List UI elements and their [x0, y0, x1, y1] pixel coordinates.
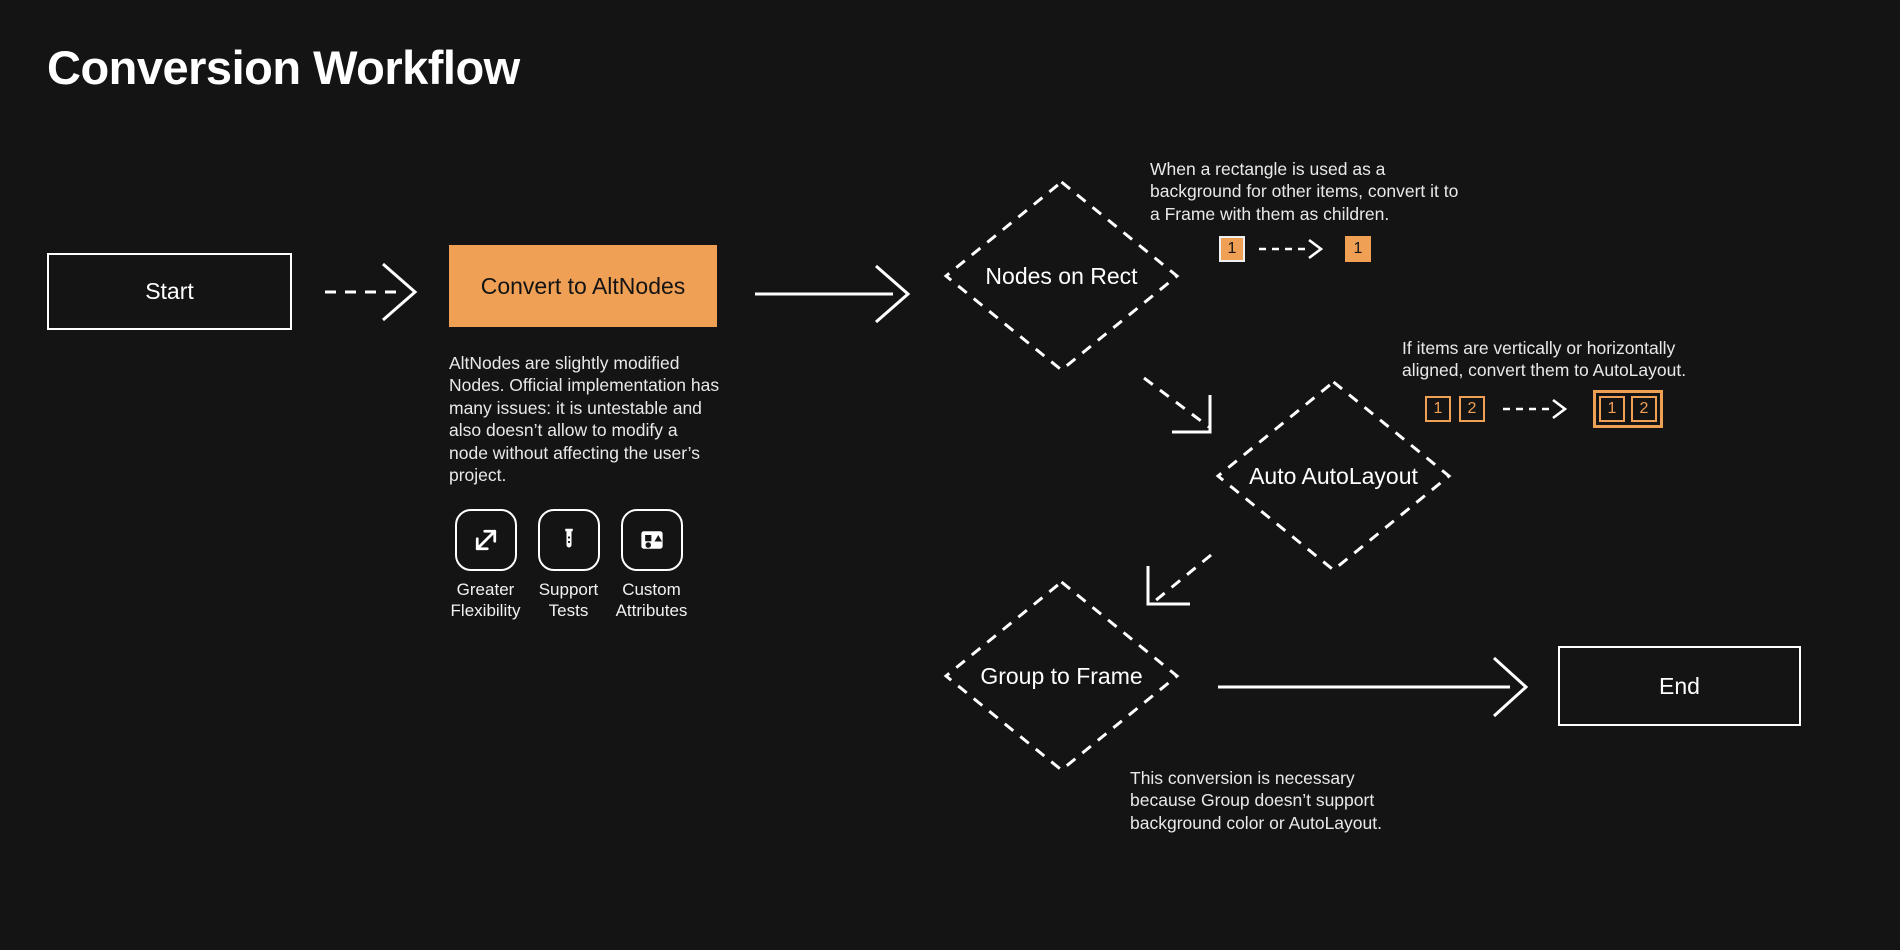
feature-label: Support Tests — [539, 580, 599, 621]
feature-label-line1: Support — [538, 580, 599, 599]
test-tube-icon — [537, 509, 600, 571]
node-group-to-frame-label: Group to Frame — [980, 662, 1143, 689]
feature-greater-flexibility[interactable]: Greater Flexibility — [451, 509, 521, 621]
node-nodes-on-rect-label: Nodes on Rect — [985, 262, 1138, 289]
feature-label-line2: Tests — [548, 600, 589, 620]
feature-list: Greater Flexibility Support Tests — [451, 509, 687, 621]
chip-after-1: 1 — [1599, 396, 1625, 422]
node-group-to-frame[interactable]: Group to Frame — [943, 580, 1180, 772]
group-to-frame-note: This conversion is necessary because Gro… — [1130, 768, 1382, 833]
feature-label: Greater Flexibility — [451, 580, 521, 621]
chip-before-1: 1 — [1425, 396, 1451, 422]
page-title: Conversion Workflow — [47, 41, 520, 94]
chip-transform-arrow-icon — [1499, 398, 1579, 420]
chip-before-2: 2 — [1459, 396, 1485, 422]
auto-autolayout-chip-row: 1 2 1 2 — [1425, 390, 1663, 428]
feature-label: Custom Attributes — [616, 580, 688, 621]
feature-support-tests[interactable]: Support Tests — [536, 509, 601, 621]
chip-after-2: 2 — [1631, 396, 1657, 422]
chip-after-group: 1 2 — [1593, 390, 1663, 428]
edge-group-to-frame-to-end — [1218, 656, 1529, 718]
feature-label-line1: Greater — [456, 580, 515, 599]
node-start-label: Start — [145, 278, 194, 304]
edge-start-to-convert — [325, 262, 418, 322]
node-start[interactable]: Start — [47, 253, 292, 330]
altnodes-description: AltNodes are slightly modified Nodes. Of… — [449, 353, 720, 485]
feature-label-line1: Custom — [622, 580, 681, 599]
chip-transform-arrow-icon — [1259, 238, 1331, 260]
edge-nodes-on-rect-to-auto-autolayout — [1143, 376, 1212, 434]
node-end[interactable]: End — [1558, 646, 1801, 726]
node-auto-autolayout-label: Auto AutoLayout — [1249, 462, 1418, 489]
feature-label-line2: Attributes — [615, 600, 688, 620]
auto-autolayout-note: If items are vertically or horizontally … — [1402, 338, 1687, 381]
node-convert-to-altnodes[interactable]: Convert to AltNodes — [449, 245, 717, 327]
edge-convert-to-nodes-on-rect — [755, 264, 911, 324]
feature-label-line2: Flexibility — [450, 600, 521, 620]
chip-after-1: 1 — [1345, 236, 1371, 262]
node-end-label: End — [1659, 672, 1700, 699]
nodes-on-rect-chip-row: 1 1 — [1219, 236, 1371, 262]
chip-before-1: 1 — [1219, 236, 1245, 262]
node-auto-autolayout[interactable]: Auto AutoLayout — [1215, 380, 1452, 572]
shapes-frame-icon — [620, 509, 683, 571]
feature-custom-attributes[interactable]: Custom Attributes — [616, 509, 687, 621]
expand-arrows-icon — [454, 509, 517, 571]
node-convert-label: Convert to AltNodes — [480, 272, 686, 299]
nodes-on-rect-note: When a rectangle is used as a background… — [1150, 159, 1459, 224]
node-nodes-on-rect[interactable]: Nodes on Rect — [943, 180, 1180, 372]
